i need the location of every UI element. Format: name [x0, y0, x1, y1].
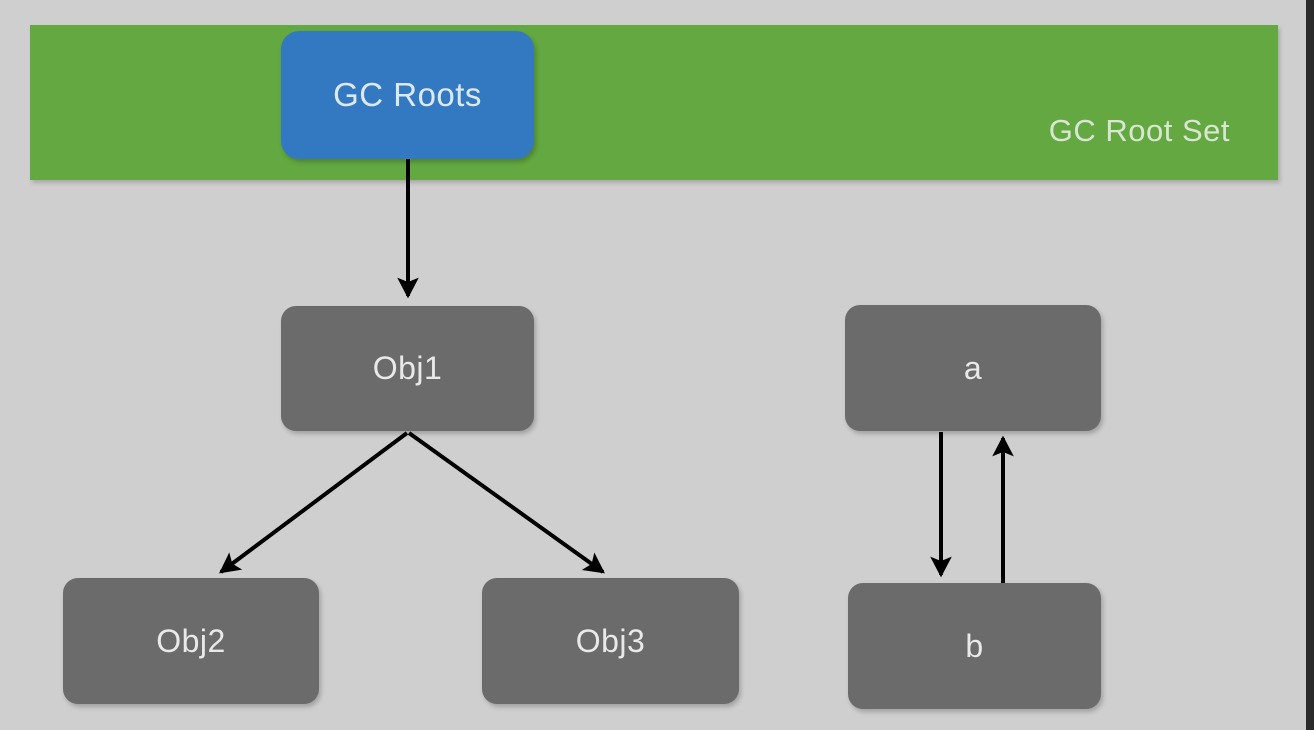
- node-a[interactable]: a: [845, 305, 1101, 431]
- node-b-label: b: [965, 627, 984, 664]
- node-obj3[interactable]: Obj3: [482, 578, 739, 704]
- node-obj1[interactable]: Obj1: [281, 306, 534, 431]
- node-gc-roots[interactable]: GC Roots: [281, 31, 534, 159]
- gc-root-set-label: GC Root Set: [1048, 112, 1230, 148]
- edge-obj1-to-obj2: [219, 431, 409, 574]
- node-obj2[interactable]: Obj2: [63, 578, 319, 704]
- edge-obj1-to-obj3: [407, 431, 605, 574]
- node-a-label: a: [963, 349, 983, 386]
- gc-root-set-band: GC Root Set: [30, 25, 1278, 180]
- node-gc-roots-label: GC Roots: [333, 76, 482, 113]
- right-edge-strip: [1306, 0, 1314, 730]
- node-obj3-label: Obj3: [575, 622, 646, 659]
- node-obj1-label: Obj1: [372, 350, 443, 386]
- node-obj2-label: Obj2: [156, 622, 226, 659]
- node-b[interactable]: b: [848, 583, 1101, 709]
